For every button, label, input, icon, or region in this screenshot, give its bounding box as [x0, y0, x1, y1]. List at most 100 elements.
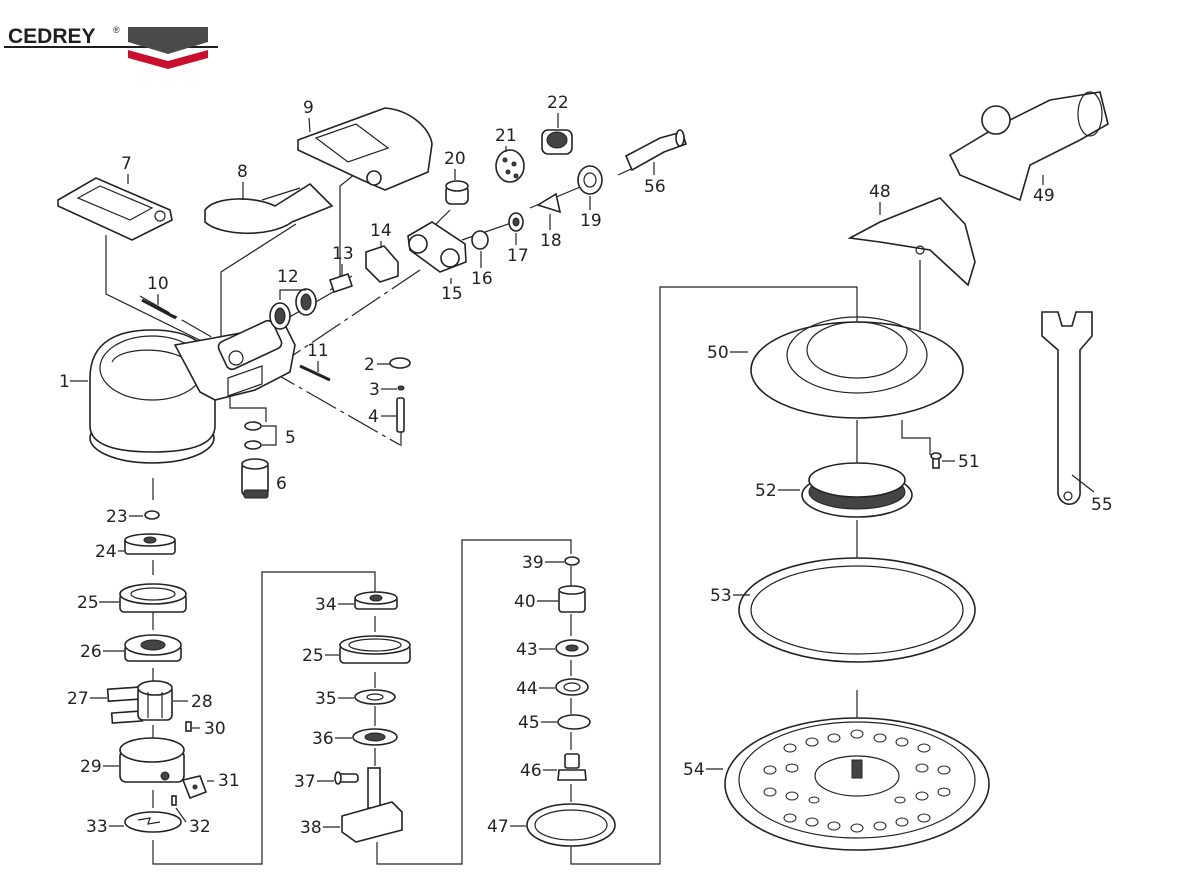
part-35-washer — [354, 689, 396, 705]
label-32: 32 — [189, 817, 211, 837]
label-18: 18 — [540, 231, 562, 251]
label-12: 12 — [277, 267, 299, 287]
part-34-bearing — [354, 591, 398, 610]
label-36: 36 — [312, 729, 334, 749]
label-9: 9 — [303, 98, 314, 118]
label-8: 8 — [237, 162, 248, 182]
part-40-sleeve — [558, 585, 586, 613]
part-29-cylinder — [119, 737, 185, 783]
part-6-regulator — [241, 458, 269, 499]
label-45: 45 — [518, 713, 540, 733]
label-19: 19 — [580, 211, 602, 231]
label-13: 13 — [332, 244, 354, 264]
part-55-wrench — [1041, 311, 1093, 505]
part-8-grip-pad — [204, 182, 334, 235]
label-38: 38 — [300, 818, 322, 838]
label-25b: 25 — [302, 646, 324, 666]
part-20-bushing — [445, 180, 469, 205]
label-39: 39 — [522, 553, 544, 573]
part-28-rotor — [137, 680, 173, 721]
part-30-pin — [185, 721, 192, 732]
label-54: 54 — [683, 760, 705, 780]
label-2: 2 — [364, 355, 375, 375]
label-24: 24 — [95, 542, 117, 562]
label-37: 37 — [294, 772, 316, 792]
part-2-o-ring — [389, 357, 411, 369]
part-49-dust-adapter — [948, 91, 1109, 202]
label-34: 34 — [315, 595, 337, 615]
label-48: 48 — [869, 182, 891, 202]
part-31-clip — [181, 775, 208, 800]
part-12-filters — [269, 288, 317, 330]
label-52: 52 — [755, 481, 777, 501]
label-11: 11 — [307, 341, 329, 361]
part-10-pin — [141, 298, 177, 320]
label-29: 29 — [80, 757, 102, 777]
part-53-seal-ring — [738, 557, 976, 663]
label-25a: 25 — [77, 593, 99, 613]
part-48-shroud — [847, 197, 976, 287]
part-32-pin — [171, 795, 177, 806]
part-25-balancer — [339, 635, 411, 664]
part-23-washer — [144, 510, 160, 520]
part-45-snap-ring — [557, 714, 591, 730]
label-5: 5 — [285, 428, 296, 448]
part-33-end-plate — [124, 811, 182, 833]
part-15-plate — [407, 221, 467, 273]
part-47-washer — [526, 803, 616, 847]
part-50-guard — [750, 316, 964, 419]
label-4: 4 — [368, 407, 379, 427]
label-55: 55 — [1091, 495, 1113, 515]
part-46-spindle-nut — [557, 753, 587, 781]
label-56: 56 — [644, 177, 666, 197]
label-7: 7 — [121, 154, 132, 174]
label-22: 22 — [547, 93, 569, 113]
label-51: 51 — [958, 452, 980, 472]
part-4-valve-stem — [396, 397, 405, 446]
part-27-blades — [106, 685, 146, 724]
part-44-bearing — [555, 678, 589, 696]
part-19-nut — [577, 165, 603, 195]
label-53: 53 — [710, 586, 732, 606]
label-33: 33 — [86, 817, 108, 837]
part-52-retaining-ring — [801, 462, 913, 518]
label-15: 15 — [441, 284, 463, 304]
brand-chevron-red — [128, 50, 208, 69]
label-49: 49 — [1033, 186, 1055, 206]
label-47: 47 — [487, 817, 509, 837]
part-54-sanding-pad — [724, 717, 990, 851]
part-16-washer — [471, 230, 489, 250]
label-3: 3 — [369, 380, 380, 400]
label-44: 44 — [516, 679, 538, 699]
brand-name: CEDREY — [8, 25, 96, 48]
part-38-shaft — [341, 767, 403, 843]
part-13-valve — [328, 272, 354, 294]
label-21: 21 — [495, 126, 517, 146]
part-14-gasket — [365, 245, 399, 283]
part-51-screw — [930, 452, 942, 469]
label-35: 35 — [315, 689, 337, 709]
part-24-bearing — [124, 533, 176, 555]
label-1: 1 — [59, 372, 70, 392]
part-7-grip-plate — [57, 177, 173, 241]
part-37-key — [334, 771, 359, 785]
part-11-pin — [299, 364, 331, 382]
brand-chevron-dark — [128, 27, 208, 54]
label-43: 43 — [516, 640, 538, 660]
part-17-spring-nut — [508, 212, 524, 232]
part-5-o-ring-top — [244, 421, 262, 431]
label-50: 50 — [707, 343, 729, 363]
part-21-muffler — [495, 149, 525, 183]
part-labels: 1 2 3 4 5 6 7 8 9 10 11 12 13 14 15 16 1… — [59, 93, 1113, 838]
part-18-cone — [536, 192, 562, 214]
label-26: 26 — [80, 642, 102, 662]
part-36-seal — [352, 728, 398, 746]
label-16: 16 — [471, 269, 493, 289]
part-1-housing — [89, 319, 296, 464]
brand-logo: CEDREY ® — [4, 25, 218, 69]
part-22-cap — [541, 129, 573, 155]
label-30: 30 — [204, 719, 226, 739]
label-10: 10 — [147, 274, 169, 294]
label-14: 14 — [370, 221, 392, 241]
